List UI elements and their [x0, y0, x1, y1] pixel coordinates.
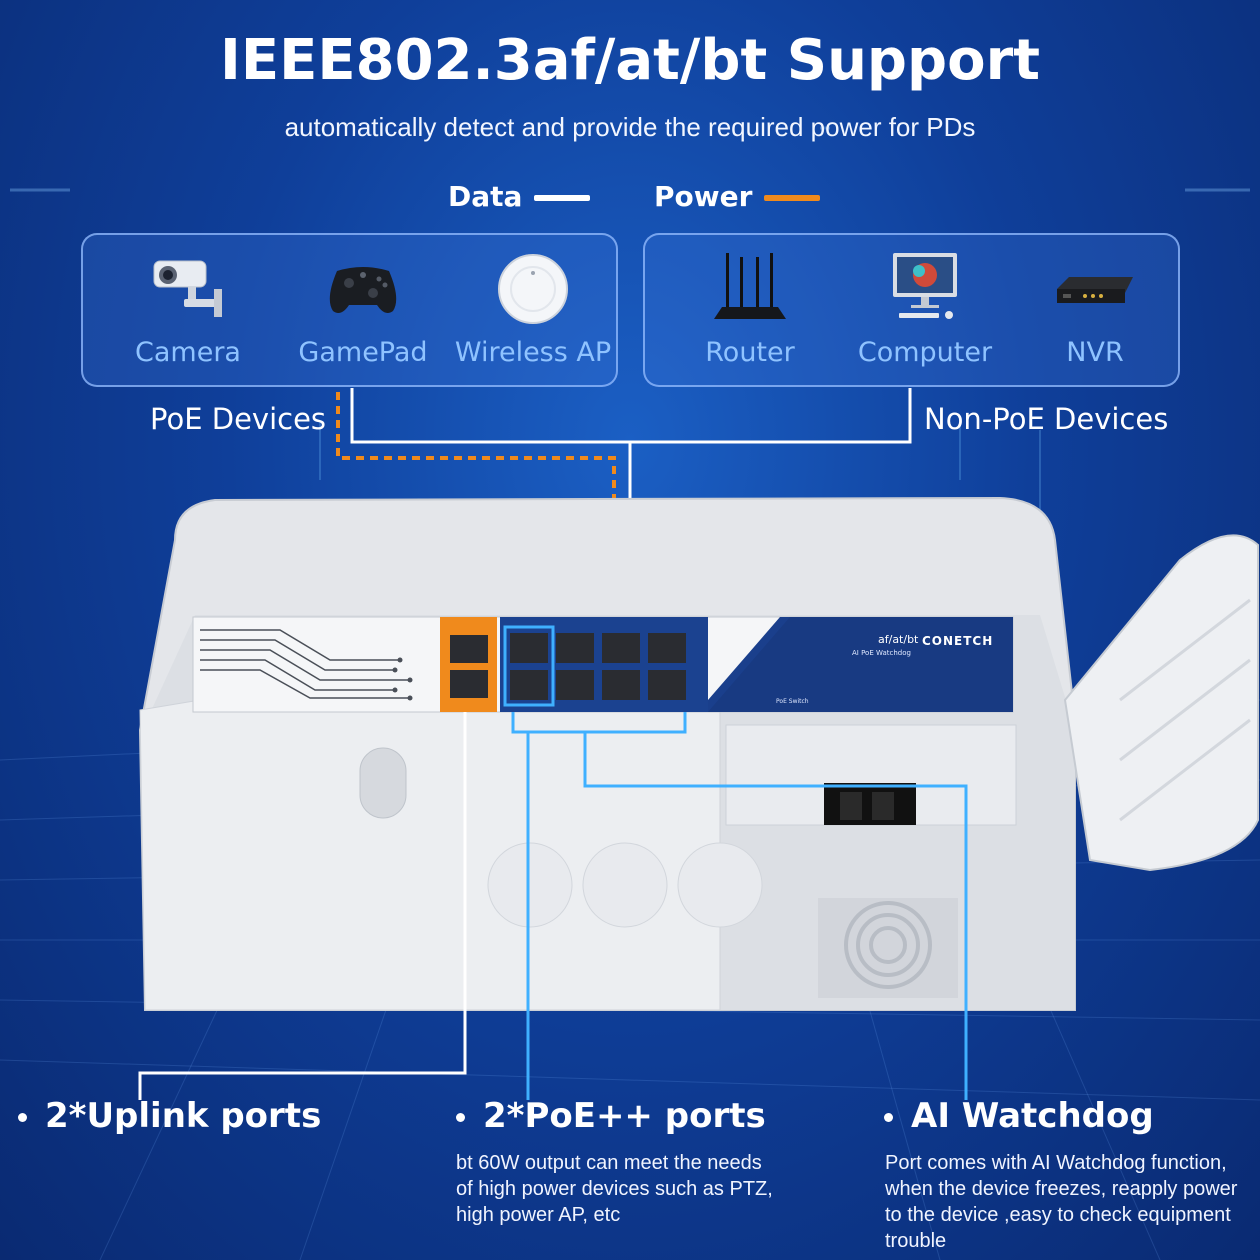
desc-line: high power AP, etc [456, 1204, 621, 1226]
legend-data: Data [448, 180, 591, 213]
camera-icon [153, 260, 222, 317]
poe-devices-label: PoE Devices [150, 402, 327, 436]
bullet-dot [884, 1113, 893, 1122]
nonpoe-devices-label: Non-PoE Devices [924, 402, 1169, 436]
feature-ai-watchdog-desc: Port comes with AI Watchdog function, wh… [885, 1150, 1237, 1254]
desc-line: trouble [885, 1230, 947, 1252]
nonpoe-devices-panel: Router Computer NVR [643, 233, 1180, 387]
wireless-ap-icon [498, 254, 568, 324]
feature-ai-watchdog: AI Watchdog [884, 1096, 1154, 1136]
product-feature-text: AI PoE Watchdog [852, 649, 911, 657]
device-label: Computer [857, 337, 993, 368]
device-computer: Computer [845, 235, 1005, 385]
feature-title: 2*PoE++ ports [483, 1096, 766, 1136]
nvr-icon [1057, 277, 1133, 303]
feature-title: AI Watchdog [911, 1096, 1154, 1136]
feature-uplink-ports: 2*Uplink ports [18, 1096, 321, 1136]
legend-data-swatch [534, 195, 591, 201]
device-label: NVR [1066, 337, 1124, 368]
device-nvr: NVR [1015, 235, 1175, 385]
product-switch-label: PoE Switch [776, 698, 809, 705]
product-brand: CONETCH [922, 634, 994, 648]
bullet-dot [18, 1113, 27, 1122]
device-label: Router [705, 337, 795, 368]
feature-poe-ports: 2*PoE++ ports [456, 1096, 766, 1136]
page-title: IEEE802.3af/at/bt Support [220, 28, 1040, 93]
legend-power-label: Power [654, 180, 753, 213]
legend-data-label: Data [448, 180, 523, 213]
device-wireless-ap: Wireless AP [453, 235, 613, 385]
feature-title: 2*Uplink ports [45, 1096, 322, 1136]
router-icon [714, 253, 786, 319]
feature-poe-ports-desc: bt 60W output can meet the needs of high… [456, 1150, 773, 1228]
desc-line: to the device ,easy to check equipment [885, 1204, 1231, 1226]
device-gamepad: GamePad [283, 235, 443, 385]
poe-devices-panel: Camera GamePad Wireless AP [81, 233, 618, 387]
page-subtitle: automatically detect and provide the req… [284, 112, 976, 142]
device-label: Wireless AP [454, 337, 612, 368]
device-label: GamePad [298, 337, 428, 368]
gamepad-icon [329, 267, 397, 313]
device-label: Camera [135, 337, 241, 368]
product-model-text: af/at/bt [878, 633, 919, 646]
desc-line: when the device freezes, reapply power [885, 1178, 1238, 1200]
computer-icon [893, 253, 957, 319]
device-router: Router [670, 235, 830, 385]
legend-power: Power [654, 180, 821, 213]
legend-power-swatch [764, 195, 821, 201]
desc-line: Port comes with AI Watchdog function, [885, 1152, 1227, 1174]
desc-line: of high power devices such as PTZ, [456, 1178, 773, 1200]
desc-line: bt 60W output can meet the needs [456, 1152, 762, 1174]
device-camera: Camera [108, 235, 268, 385]
bullet-dot [456, 1113, 465, 1122]
